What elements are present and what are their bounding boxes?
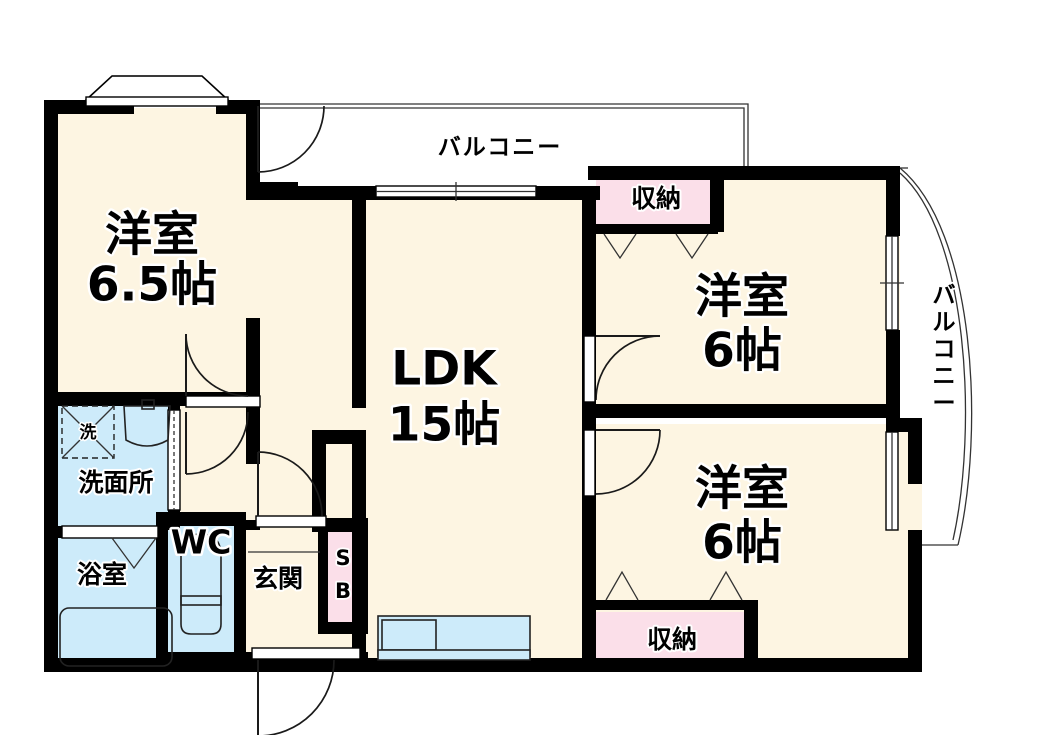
windows: [61, 182, 904, 660]
doorway-entrance: [251, 647, 361, 660]
bedroom-left-size: 6.5帖: [87, 258, 217, 313]
sink-icon: [123, 399, 171, 447]
door-bedroom-left: [185, 333, 249, 397]
svg-text:コ: コ: [933, 337, 956, 363]
door-washroom: [185, 411, 249, 475]
toilet-icon: [180, 533, 222, 635]
svg-text:ー: ー: [933, 391, 956, 417]
shoebox-name-s: S: [335, 546, 350, 570]
ldk-size: 15帖: [388, 398, 500, 453]
door-balcony-top-left: [257, 105, 325, 173]
doorway-bedroom-left: [185, 395, 261, 408]
closet-ne-fill: [596, 172, 716, 228]
washroom-name: 洗面所: [78, 468, 153, 497]
entrance-name: 玄関: [253, 564, 303, 593]
bedroom-se-name: 洋室: [695, 462, 789, 517]
svg-text:ニ: ニ: [933, 364, 956, 390]
window-bath: [61, 525, 159, 539]
svg-text:バ: バ: [933, 283, 956, 309]
washer-label: 洗: [80, 422, 97, 443]
bedroom-ne-name: 洋室: [695, 270, 789, 325]
kitchen-counter-icon: [377, 615, 531, 661]
closet-se-hanger-marks: [605, 570, 743, 601]
closet-ne-hanger-marks: [603, 233, 709, 260]
door-hall-ldk: [257, 451, 323, 517]
washing-machine-icon: 洗: [61, 405, 115, 459]
bedroom-ne-size: 6帖: [702, 324, 782, 379]
door-bedroom-se: [595, 429, 661, 495]
room-labels: 洋室 6.5帖 LDK 15帖 洋室 6帖 洋室 6帖 洗面所 浴室 WC 玄関…: [75, 133, 958, 656]
doors[interactable]: [185, 105, 661, 735]
bathtub-icon: [59, 607, 173, 667]
bath-name: 浴室: [77, 560, 127, 589]
shoebox-name-b: B: [335, 579, 351, 603]
bay-window-icon: [83, 75, 231, 107]
balcony-right-name: バ ル コ ニ ー: [931, 281, 958, 419]
walls: [44, 100, 922, 672]
toilet-name: WC: [171, 523, 232, 562]
door-entrance-front: [257, 659, 335, 735]
balcony-top-name: バルコニー: [438, 135, 563, 161]
bedroom-se-size: 6帖: [702, 516, 782, 571]
ldk-name: LDK: [391, 342, 498, 397]
closet-ne-name: 収納: [631, 184, 681, 213]
toilet-fill: [164, 520, 238, 660]
ldk-fill: [360, 196, 588, 662]
closet-se-name: 収納: [647, 625, 697, 654]
svg-text:ル: ル: [933, 310, 956, 336]
bath-fitting-marks: [111, 537, 157, 570]
door-bedroom-ne: [595, 335, 661, 401]
bedroom-left-fill: [56, 108, 246, 400]
doorway-hall-ldk: [255, 515, 327, 528]
bedroom-left-name: 洋室: [105, 208, 199, 263]
